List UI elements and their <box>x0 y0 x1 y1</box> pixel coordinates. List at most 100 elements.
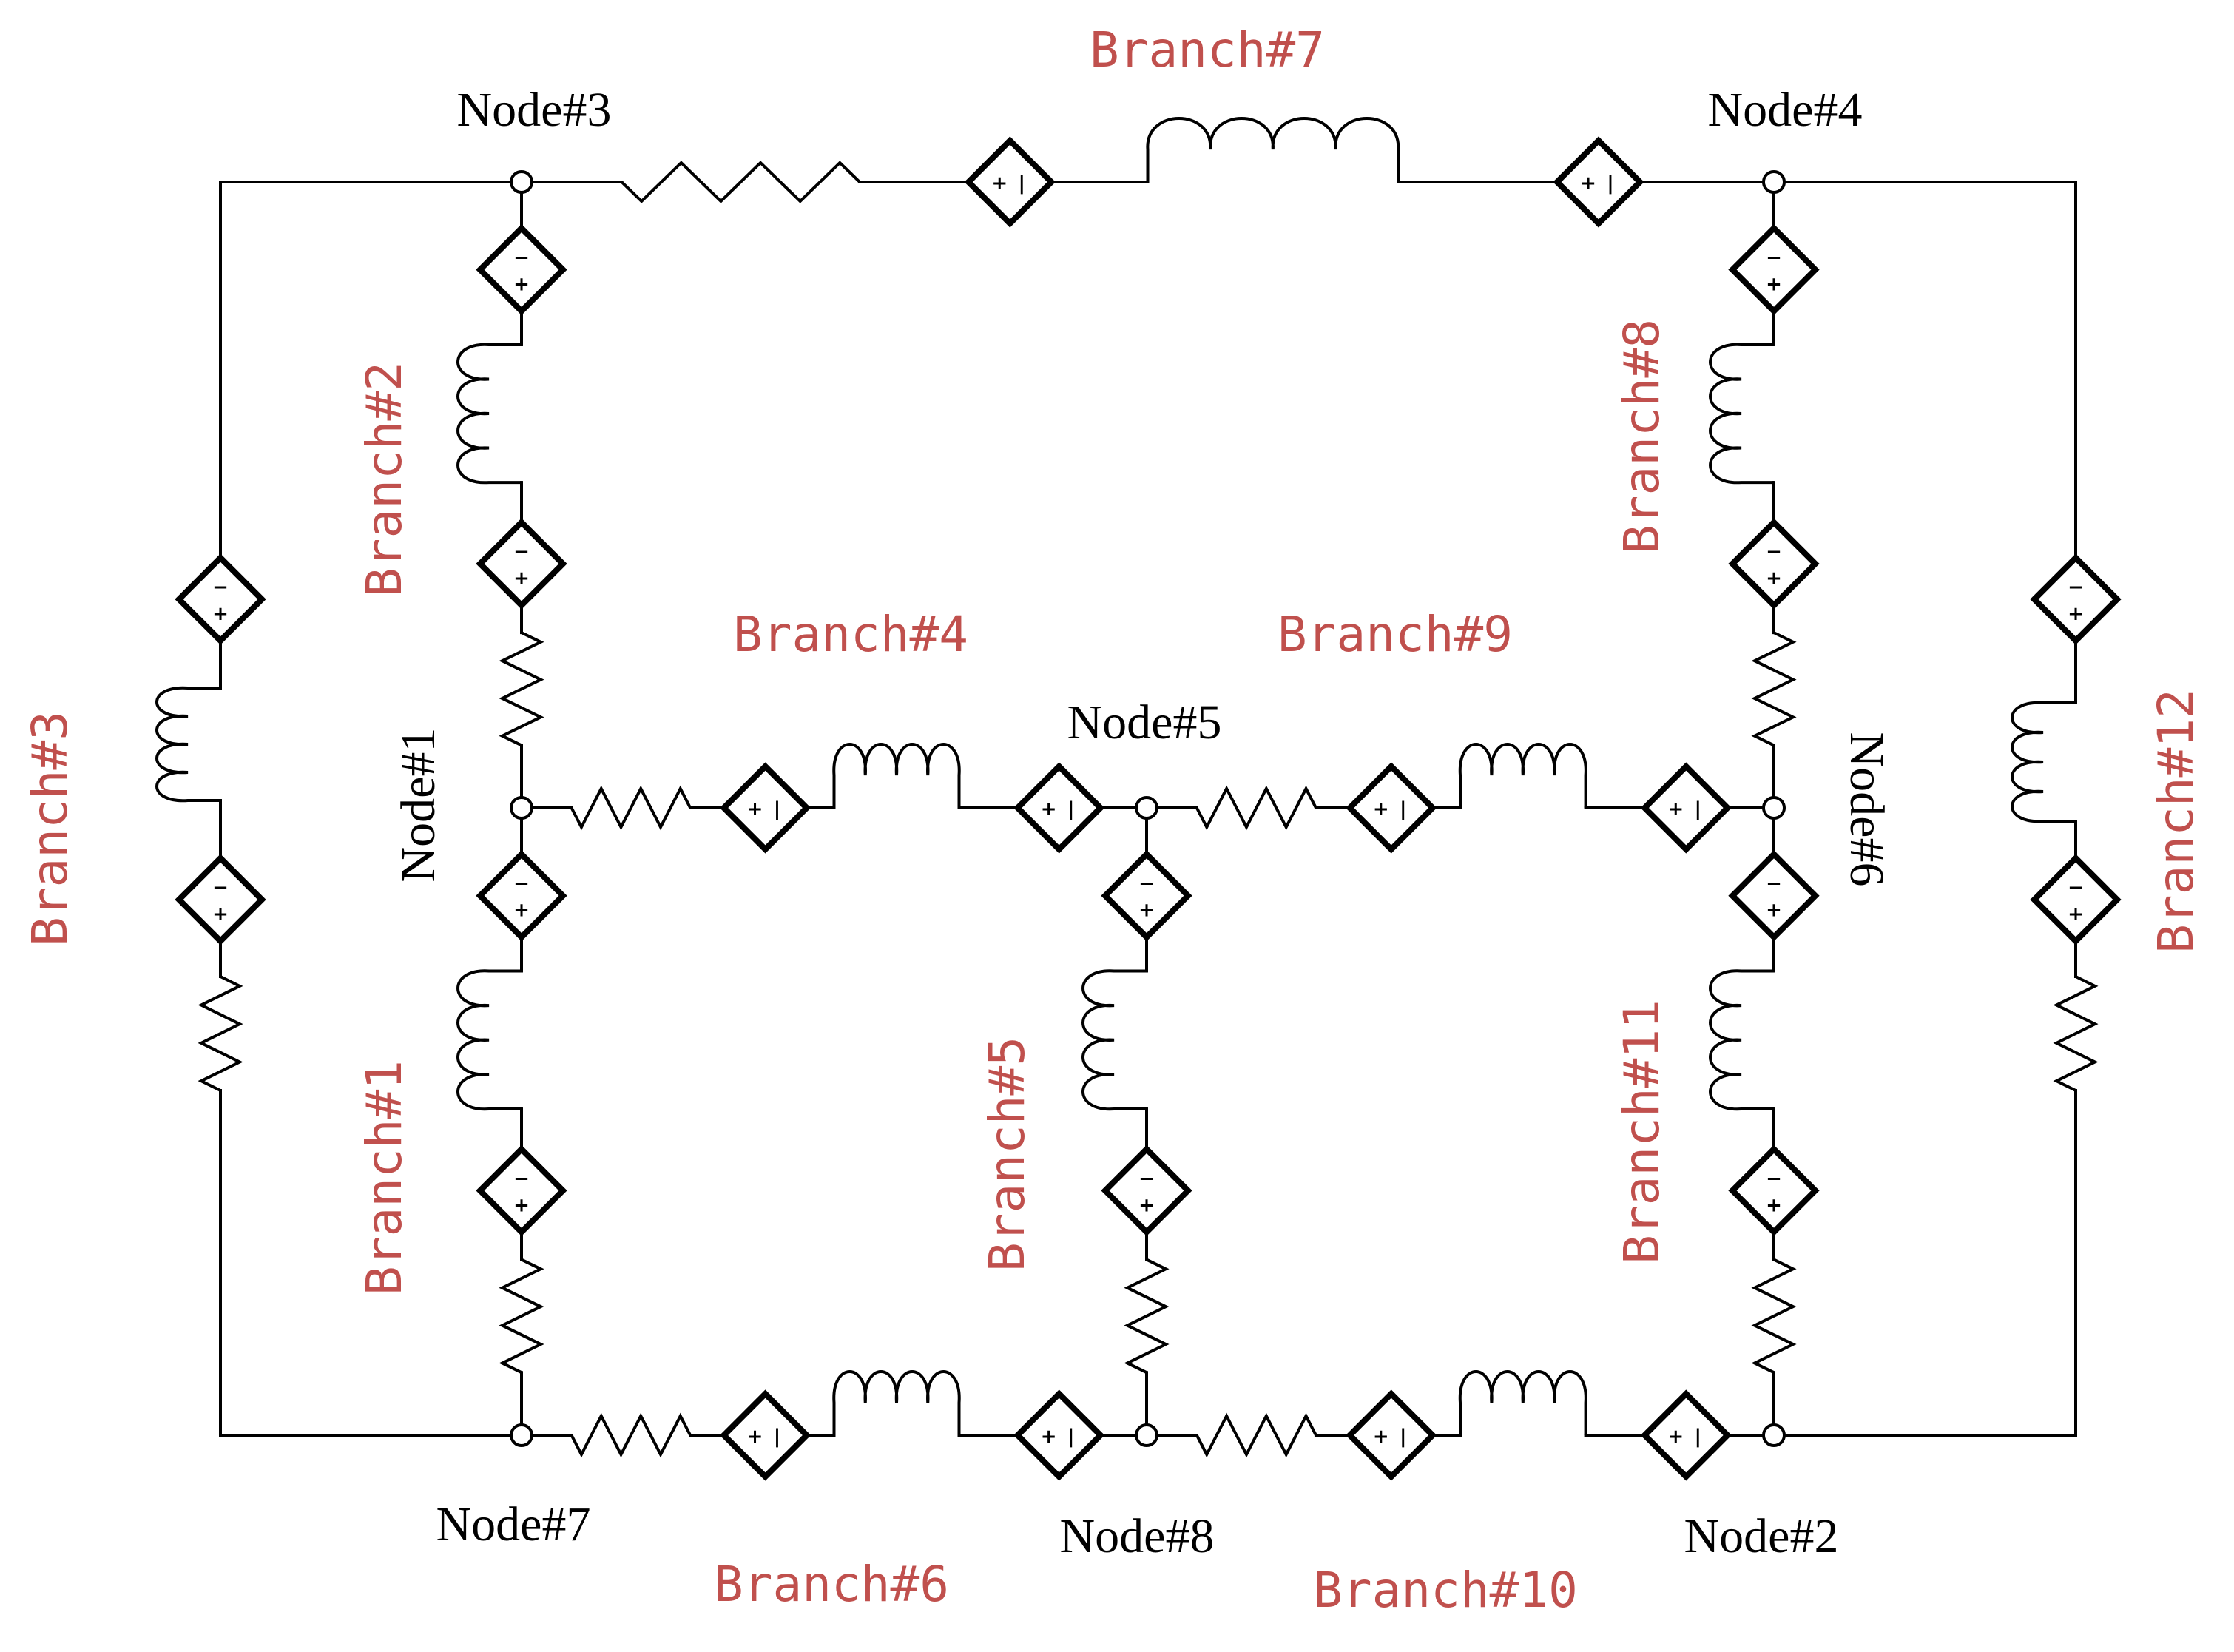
branch-4-resistor <box>570 785 692 831</box>
dependent-source-diamond <box>175 854 266 945</box>
plus-sign: + <box>1580 172 1596 195</box>
node-label-3: Node#3 <box>457 83 612 137</box>
dependent-source-diamond <box>1013 1389 1105 1481</box>
branch-8-inductor <box>1709 343 1774 485</box>
dependent-source-diamond <box>1728 850 1820 942</box>
dependent-source-diamond <box>476 850 567 942</box>
dependent-source-diamond <box>1640 1389 1732 1481</box>
plus-sign: + <box>747 1426 763 1448</box>
branch-5-source-b: −+ <box>1101 850 1192 942</box>
node-label-7: Node#7 <box>436 1497 591 1551</box>
minus-sign: | <box>774 1426 781 1448</box>
branch-8-source-a: −+ <box>1728 518 1820 610</box>
plus-sign: + <box>513 273 530 295</box>
minus-sign: − <box>1138 1167 1155 1190</box>
branch-10-source-b: +| <box>1640 1389 1732 1481</box>
branch-10-source-a: +| <box>1346 1389 1437 1481</box>
node-3-dot <box>510 170 533 194</box>
branch-label-5: Branch#5 <box>979 1036 1036 1272</box>
plus-sign: + <box>2068 903 2084 926</box>
branch-7-source-a: +| <box>964 136 1056 228</box>
plus-sign: + <box>1373 798 1389 820</box>
plus-sign: + <box>212 603 229 625</box>
branch-label-11: Branch#11 <box>1613 999 1670 1264</box>
branch-label-8: Branch#8 <box>1613 319 1670 554</box>
minus-sign: − <box>212 877 229 899</box>
branch-7-source-b: +| <box>1553 136 1644 228</box>
minus-sign: − <box>1766 873 1782 895</box>
branch-5-inductor <box>1081 969 1147 1111</box>
plus-sign: + <box>513 1194 530 1216</box>
branch-9-inductor <box>1458 743 1587 808</box>
node-2-dot <box>1762 1423 1786 1447</box>
branch-3-inductor <box>155 686 220 803</box>
dependent-source-diamond <box>1101 850 1192 942</box>
plus-sign: + <box>1667 798 1684 820</box>
branch-8-source-b: −+ <box>1728 223 1820 316</box>
node-label-5: Node#5 <box>1067 695 1222 749</box>
branch-11-source-b: −+ <box>1728 850 1820 942</box>
branch-11-resistor <box>1751 1258 1797 1374</box>
branch-label-10: Branch#10 <box>1313 1562 1578 1619</box>
branch-label-2: Branch#2 <box>356 362 413 597</box>
dependent-source-diamond <box>1346 1389 1437 1481</box>
minus-sign: − <box>2068 877 2084 899</box>
branch-label-12: Branch#12 <box>2147 689 2204 954</box>
branch-6-inductor <box>832 1370 961 1435</box>
branch-2-resistor <box>499 631 544 747</box>
branch-5-source-a: −+ <box>1101 1144 1192 1236</box>
branch-12-source-a: −+ <box>2030 854 2122 945</box>
minus-sign: − <box>513 541 530 563</box>
node-5-dot <box>1135 796 1158 820</box>
branch-10-resistor <box>1195 1412 1317 1458</box>
plus-sign: + <box>212 903 229 926</box>
node-label-4: Node#4 <box>1708 83 1863 137</box>
branch-6-source-b: +| <box>1013 1389 1105 1481</box>
dependent-source-diamond <box>1553 136 1644 228</box>
minus-sign: | <box>1695 798 1702 820</box>
dependent-source-diamond <box>2030 553 2122 645</box>
dependent-source-diamond <box>175 553 266 645</box>
minus-sign: | <box>1400 1426 1407 1448</box>
plus-sign: + <box>1667 1426 1684 1448</box>
branch-2-source-b: −+ <box>476 223 567 316</box>
plus-sign: + <box>1766 567 1782 590</box>
dependent-source-diamond <box>1640 762 1732 854</box>
branch-2-inductor <box>456 343 522 485</box>
branch-12-resistor <box>2053 975 2099 1092</box>
dependent-source-diamond <box>964 136 1056 228</box>
dependent-source-diamond <box>719 1389 811 1481</box>
branch-1-inductor <box>456 969 522 1111</box>
branch-3-source-a: −+ <box>175 854 266 945</box>
dependent-source-diamond <box>1728 1144 1820 1236</box>
minus-sign: | <box>1607 172 1614 195</box>
minus-sign: | <box>1400 798 1407 820</box>
dependent-source-diamond <box>719 762 811 854</box>
branch-6-resistor <box>570 1412 692 1458</box>
node-label-6: Node#6 <box>1840 732 1894 887</box>
node-dots <box>510 170 1786 1447</box>
node-label-2: Node#2 <box>1684 1509 1839 1563</box>
node-8-dot <box>1135 1423 1158 1447</box>
minus-sign: | <box>1019 172 1026 195</box>
branch-4-source-a: +| <box>719 762 811 854</box>
plus-sign: + <box>747 798 763 820</box>
branch-6-source-a: +| <box>719 1389 811 1481</box>
node-label-1: Node#1 <box>391 728 445 883</box>
branch-1-source-a: −+ <box>476 1144 567 1236</box>
plus-sign: + <box>1138 1194 1155 1216</box>
branch-9-source-b: +| <box>1640 762 1732 854</box>
dependent-source-diamond <box>476 223 567 316</box>
branch-5-resistor <box>1124 1258 1170 1374</box>
branch-4-inductor <box>832 743 961 808</box>
node-4-dot <box>1762 170 1786 194</box>
minus-sign: | <box>1067 798 1075 820</box>
minus-sign: − <box>1766 246 1782 269</box>
minus-sign: − <box>1138 873 1155 895</box>
components: +|+|+|+|+|+|+|+|+|+|−+−+−+−+−+−+−+−+−+−+… <box>155 117 2122 1481</box>
branch-label-3: Branch#3 <box>21 711 78 946</box>
node-6-dot <box>1762 796 1786 820</box>
dependent-source-diamond <box>1101 1144 1192 1236</box>
branch-1-resistor <box>499 1258 544 1374</box>
